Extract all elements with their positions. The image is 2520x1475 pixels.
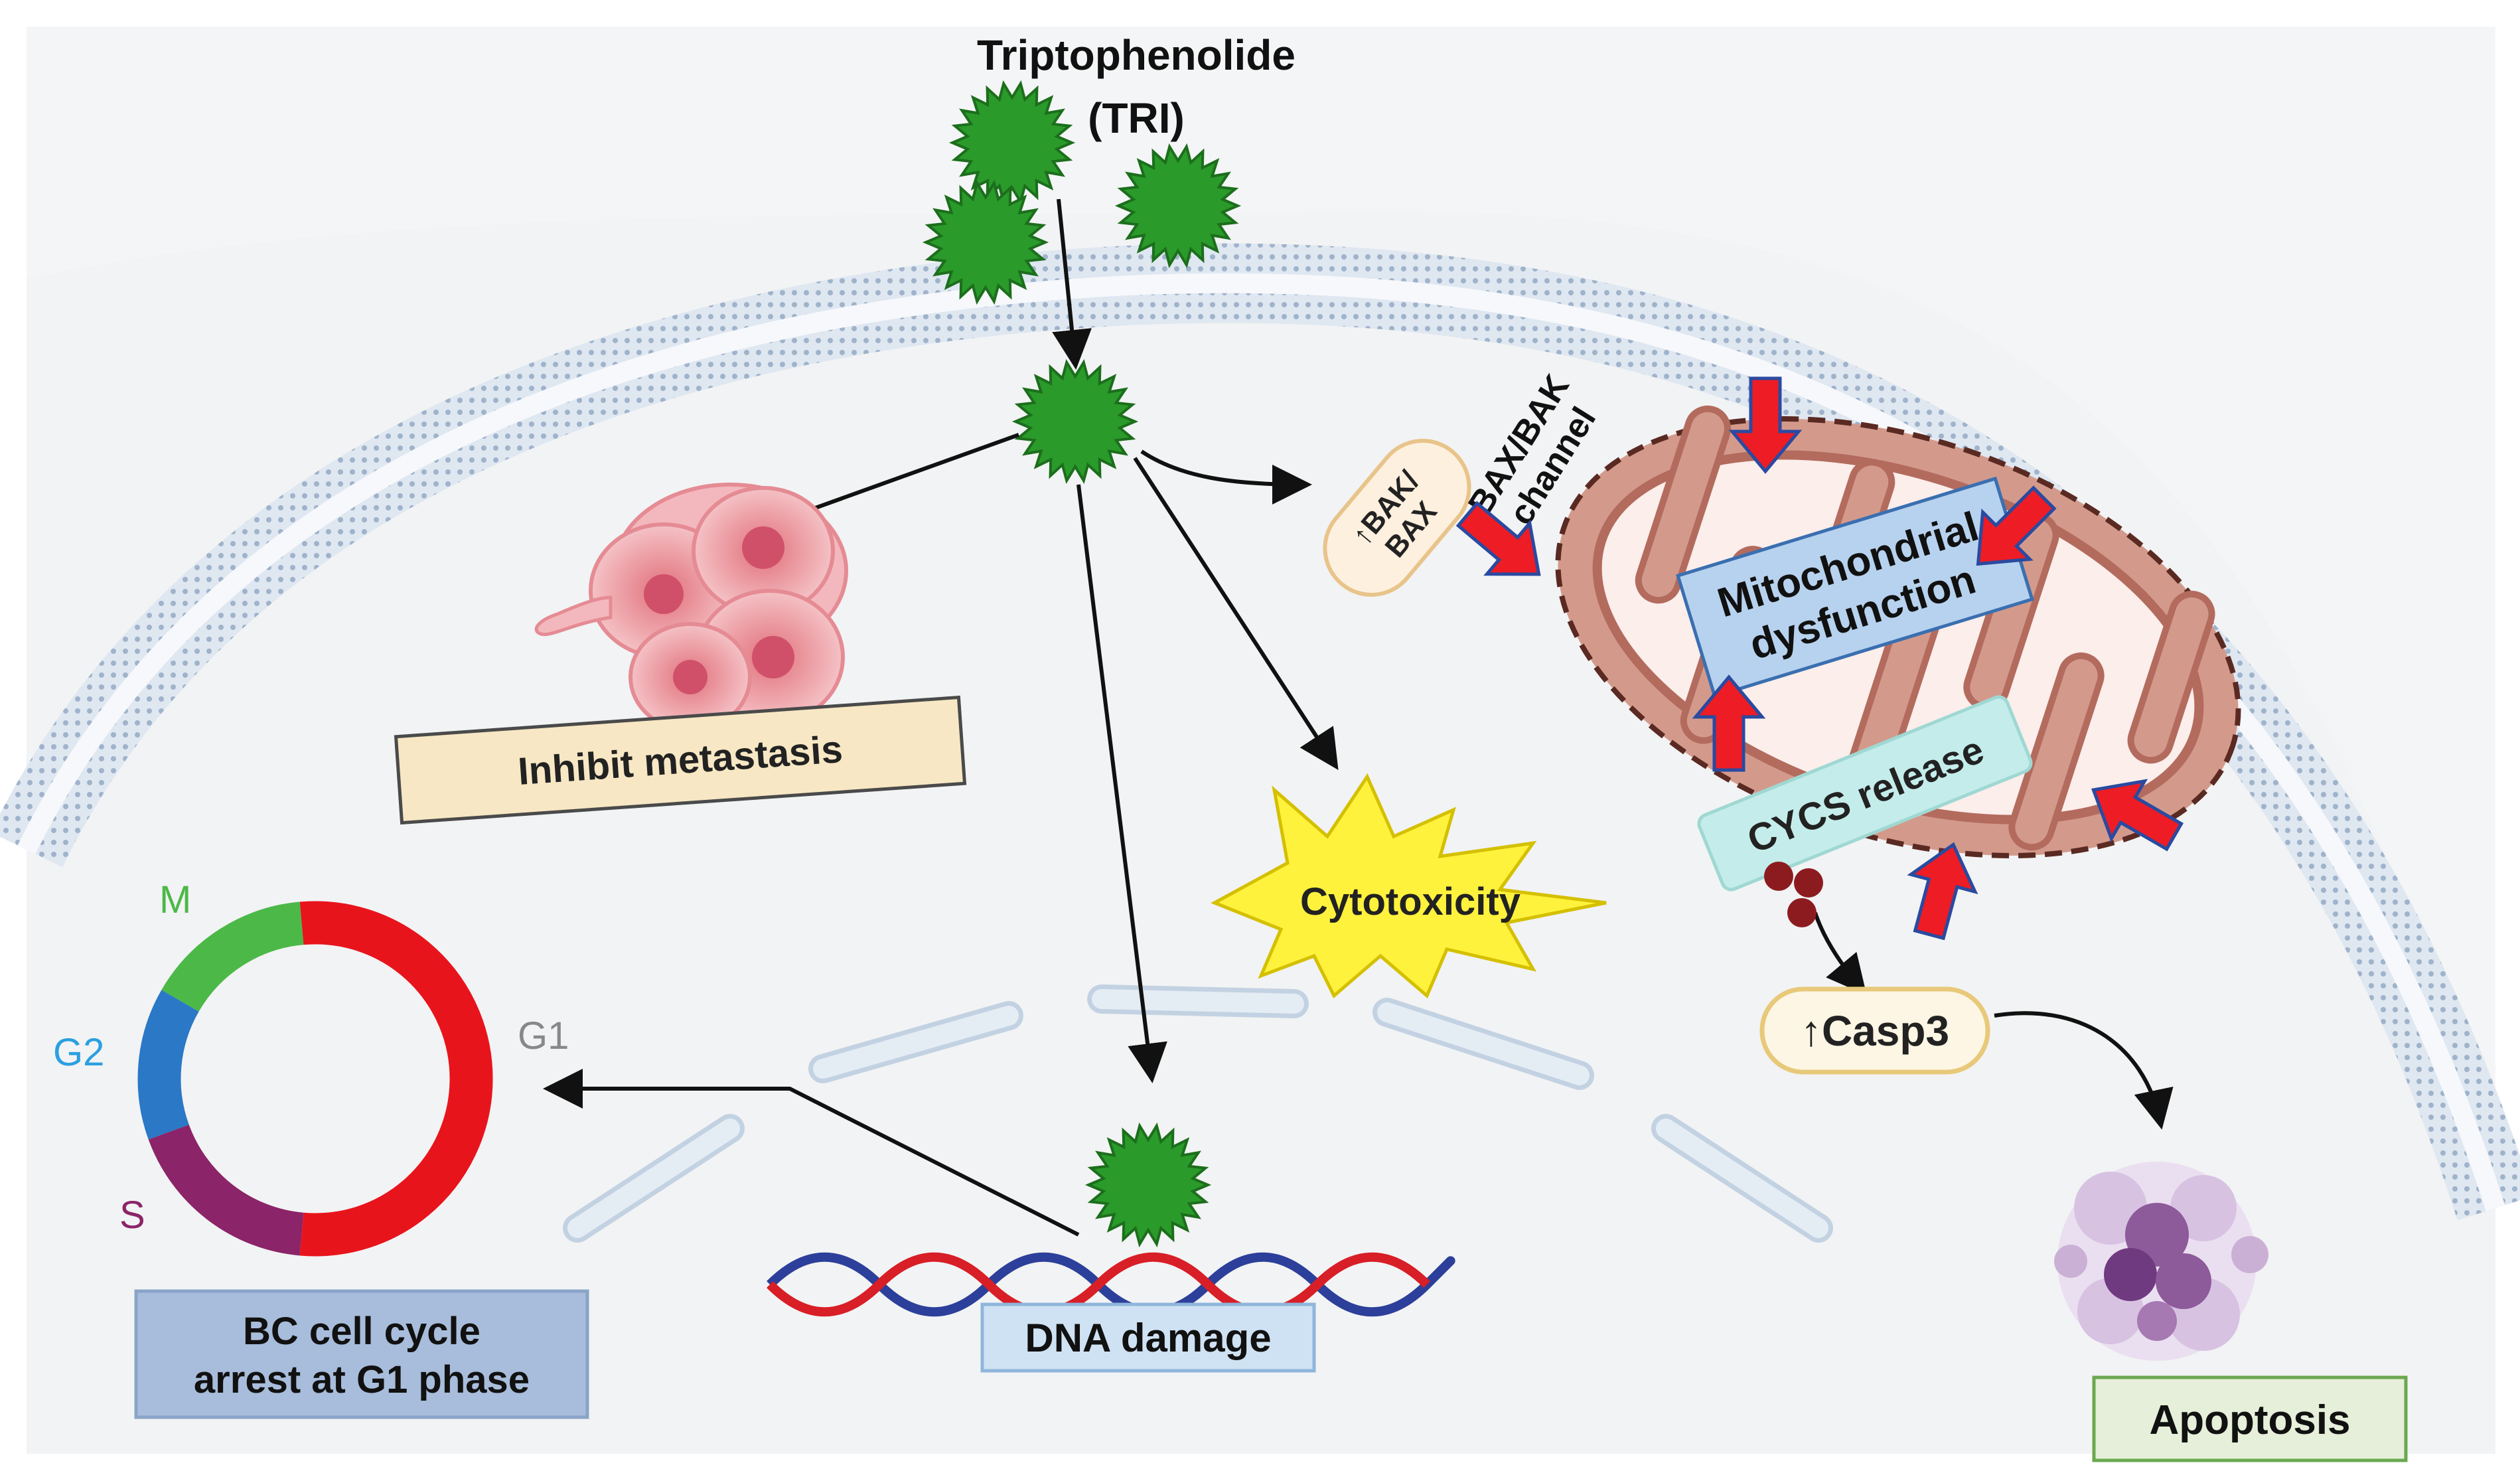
casp3-label: ↑Casp3 [1801,1007,1949,1055]
red-arrow-icon [1455,501,1541,576]
red-arrow-icon [1976,485,2057,566]
apoptosis-box: Apoptosis [2092,1375,2408,1462]
red-arrow-icon [1728,376,1803,474]
red-arrow-icon [2091,779,2184,852]
cell-cycle-arrow [543,1069,1080,1237]
stress-arrows [1455,376,2184,941]
cell-cycle-labels: M G2 S G1 [53,878,569,1237]
bak-bax-pill: ↑BAK/ BAX [1323,439,1471,597]
drug-label: Triptophenolide (TRI) [977,31,1296,142]
phase-s-label: S [119,1194,145,1237]
red-arrow-icon [1692,674,1766,772]
drug-name: Triptophenolide [977,31,1296,79]
pathway-arrows [543,198,2174,1237]
apoptosis-label: Apoptosis [2149,1397,2350,1443]
apoptosis-arrow [1994,1011,2174,1130]
phase-g1-arc [299,901,493,1257]
caspase-arrow [1813,912,1867,996]
cytotoxicity-label: Cytotoxicity [1300,880,1520,923]
phase-s-arc [148,1124,304,1256]
dna-damage-label: DNA damage [1025,1316,1271,1360]
drug-molecule-icon [922,179,1049,305]
drug-molecules [922,80,1242,1248]
nuclear-envelope [563,984,1833,1243]
phase-g2-arc [137,990,199,1140]
cytotoxicity-arrow [1133,457,1339,771]
entry-arrow [1052,198,1092,370]
cell-cycle-arrest-box: BC cell cycle arrest at G1 phase [134,1289,589,1419]
bak-arrow [1140,449,1312,505]
inhibit-metastasis-box: Inhibit metastasis [394,695,967,825]
phase-g2-label: G2 [53,1031,104,1074]
cell-cycle-ring [137,901,493,1257]
drug-abbrev: (TRI) [1088,94,1185,142]
red-arrow-icon [1907,842,1978,941]
mito-dysfunction-box: Mitochondrial dysfunction [1676,476,2034,699]
drug-molecule-icon [1084,1122,1212,1248]
dna-arrow [1076,484,1167,1083]
metastasis-line [805,433,1020,513]
drug-molecule-icon [948,80,1076,206]
drug-molecule-icon [1114,143,1242,269]
phase-m-arc [161,901,304,1012]
cytotoxicity-burst: Cytotoxicity [1211,773,1607,999]
cell-cycle-line2: arrest at G1 phase [194,1358,530,1401]
metastatic-cells-illustration [534,483,848,732]
casp3-pill: ↑Casp3 [1759,986,1990,1075]
cytochrome-c-dots [1764,862,1823,927]
phase-g1-label: G1 [518,1014,569,1057]
phase-m-label: M [159,878,191,921]
dna-damage-box: DNA damage [980,1302,1316,1373]
cell-cycle-line1: BC cell cycle [243,1310,481,1353]
drug-molecule-icon [1011,358,1139,485]
apoptotic-cell-illustration [2054,1162,2268,1361]
